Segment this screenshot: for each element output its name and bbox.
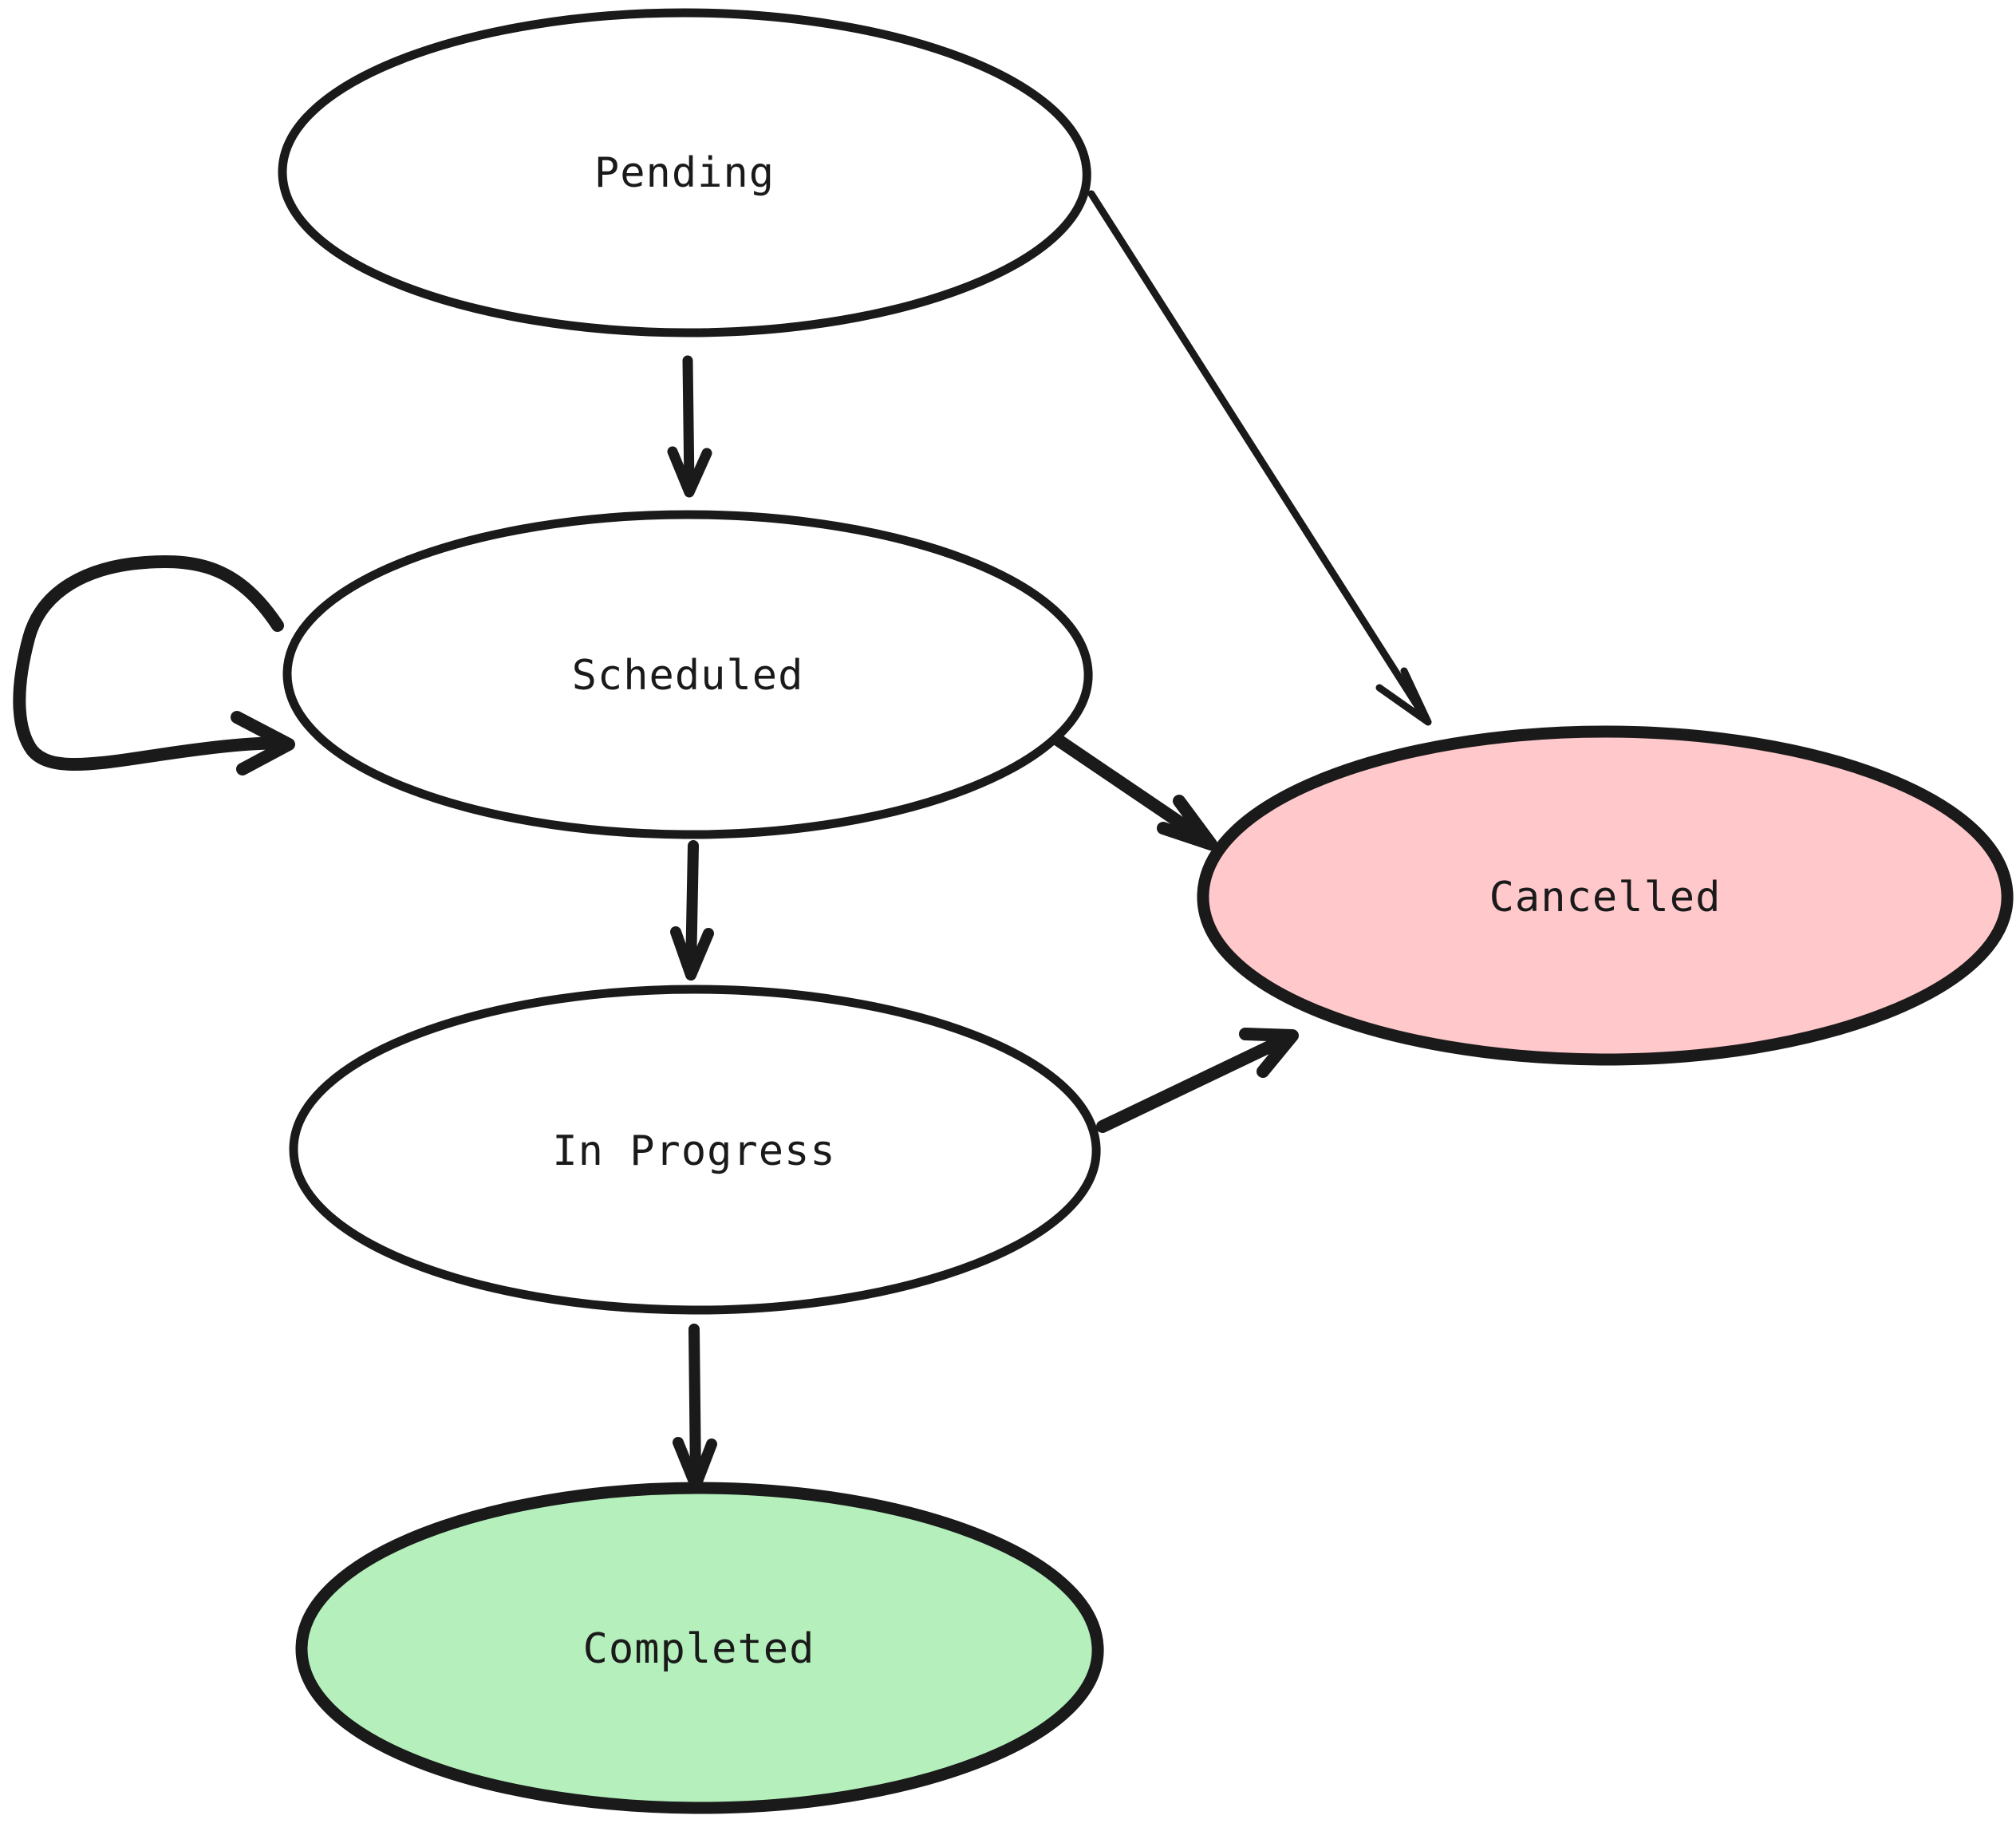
node-pending[interactable]: Pending: [278, 8, 1091, 337]
edge-in-progress-to-completed: [673, 1324, 717, 1491]
node-cancelled[interactable]: Cancelled: [1197, 725, 2014, 1066]
scheduled-ellipse: [282, 510, 1093, 839]
edge-scheduled-to-in-progress: [670, 840, 714, 981]
edge-scheduled-self-loop: [13, 555, 295, 775]
edge-scheduled-to-cancelled: [1052, 734, 1217, 850]
completed-ellipse: [295, 1482, 1104, 1814]
edge-in-progress-to-cancelled: [1096, 1028, 1299, 1133]
pending-ellipse: [278, 8, 1091, 337]
in-progress-ellipse: [289, 985, 1101, 1315]
edge-pending-to-cancelled: [1087, 190, 1432, 726]
node-completed[interactable]: Completed: [295, 1482, 1104, 1814]
in-progress-label: In Progress: [552, 1127, 835, 1175]
cancelled-label: Cancelled: [1489, 874, 1722, 922]
pending-label: Pending: [594, 149, 775, 197]
node-in-progress[interactable]: In Progress: [289, 985, 1101, 1315]
scheduled-label: Scheduled: [572, 652, 804, 700]
edge-pending-to-scheduled: [667, 355, 712, 498]
node-scheduled[interactable]: Scheduled: [282, 510, 1093, 839]
cancelled-ellipse: [1197, 725, 2014, 1066]
completed-label: Completed: [583, 1625, 815, 1673]
